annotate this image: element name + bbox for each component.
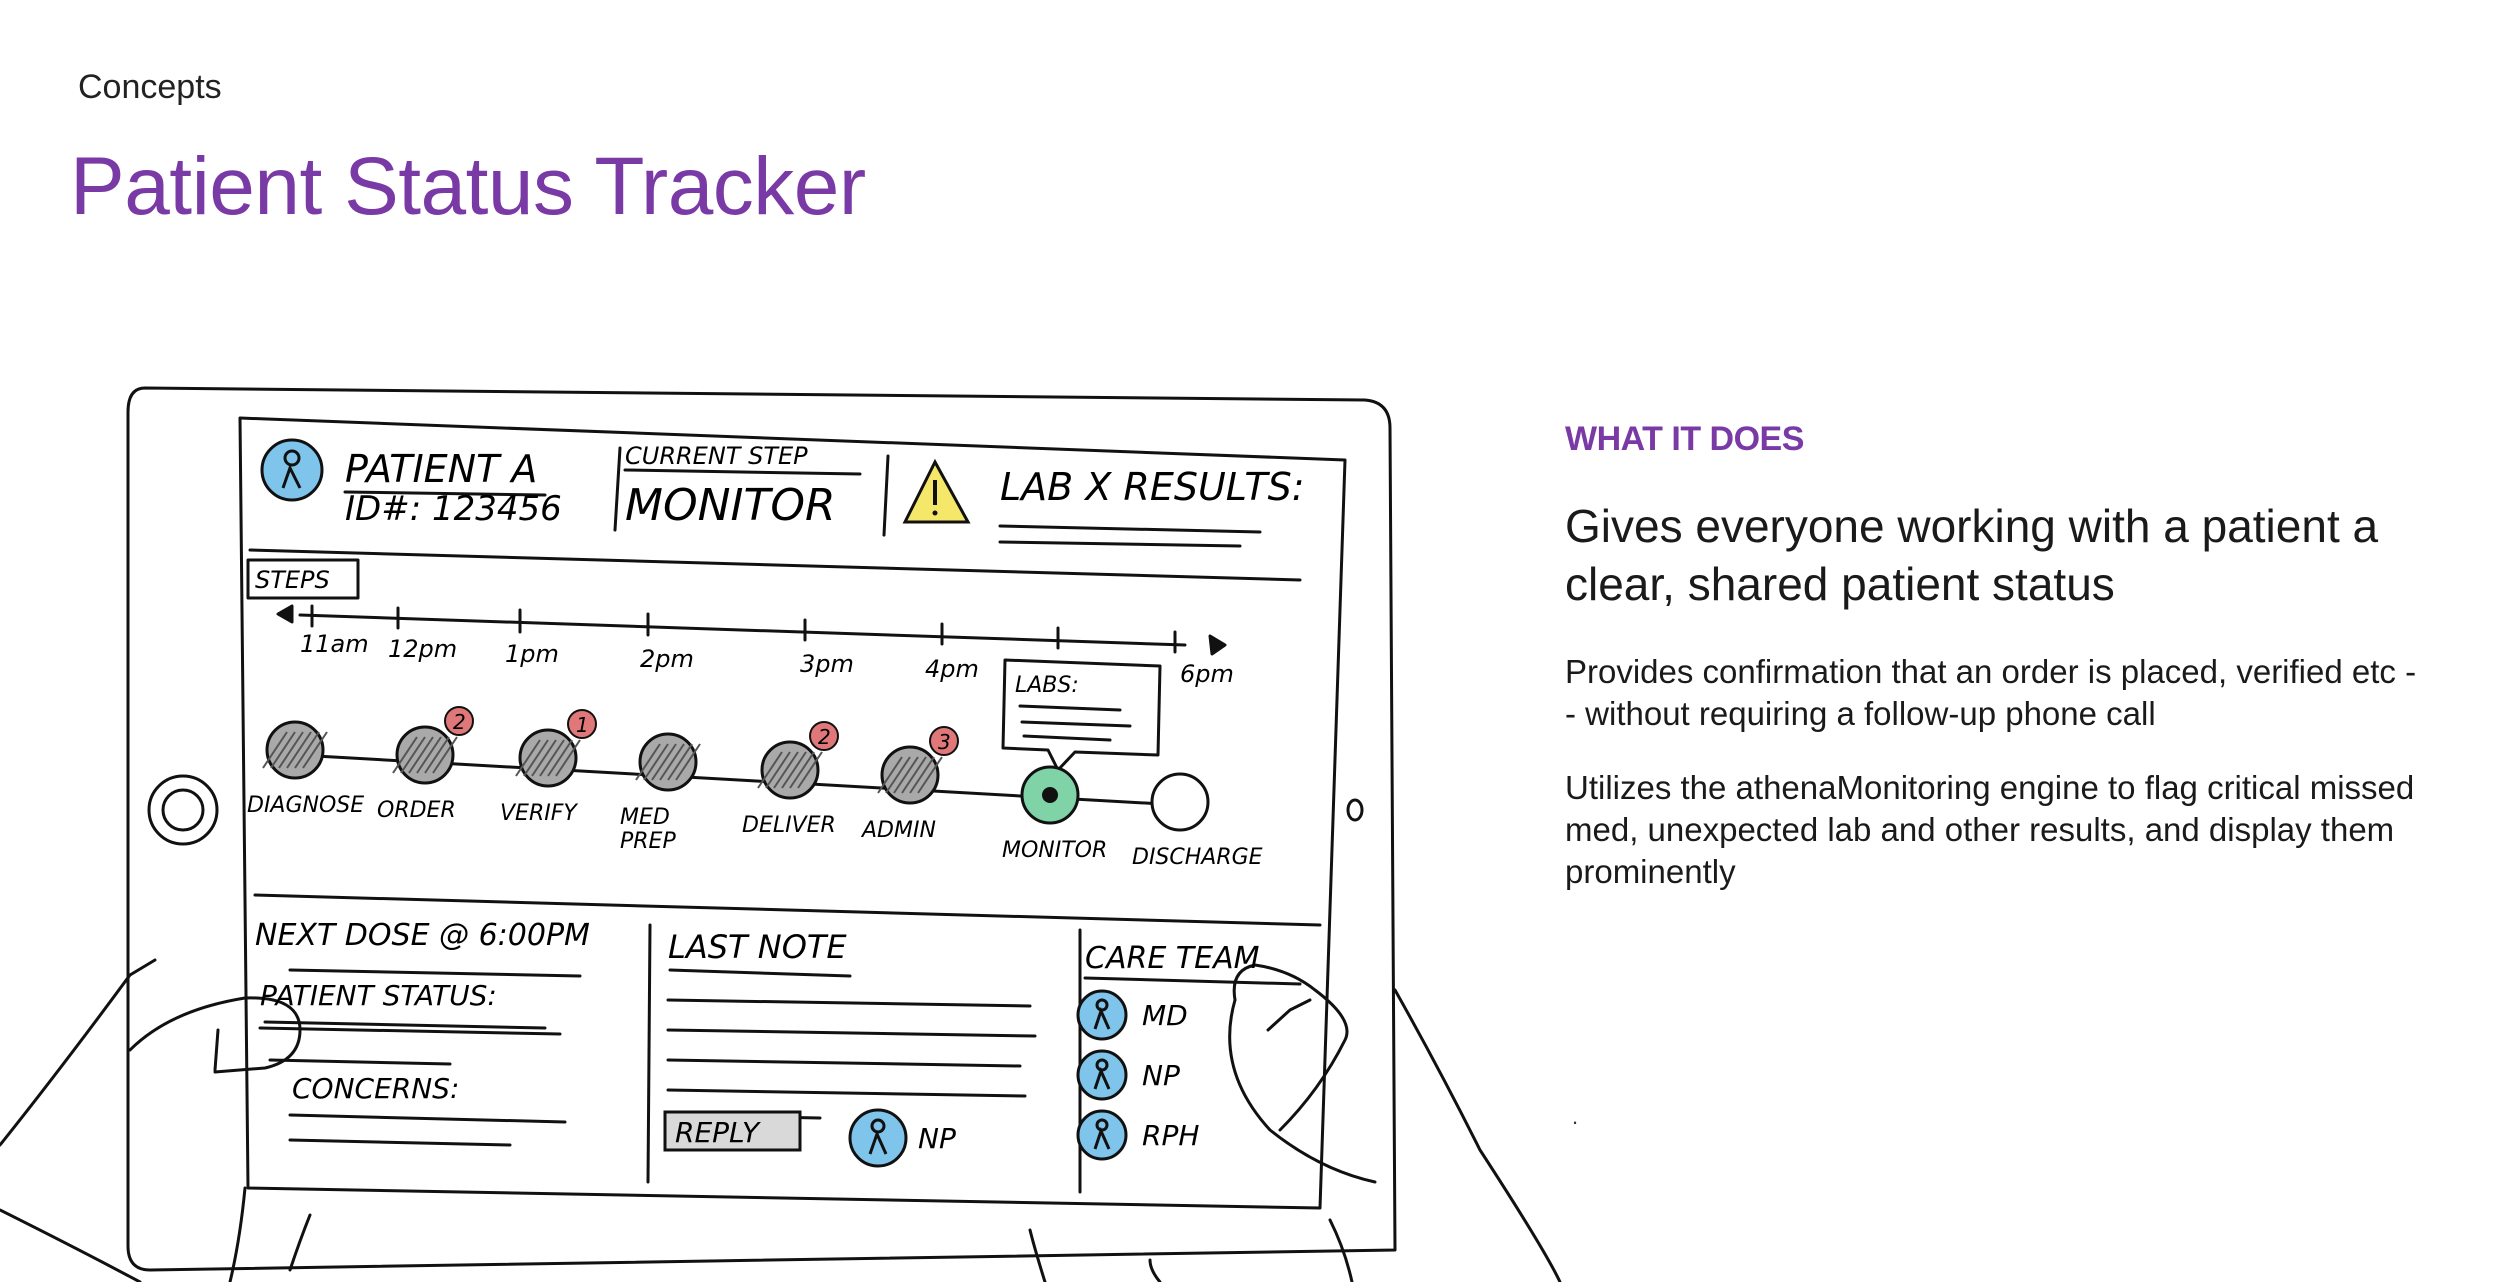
step-label: ORDER xyxy=(377,798,456,823)
tablet-outline xyxy=(126,386,1397,1272)
stray-bullet: . xyxy=(1572,1104,1579,1129)
step-label: DIAGNOSE xyxy=(247,793,364,818)
care-team-list: MD NP RPH xyxy=(1076,989,1199,1161)
labs-popup xyxy=(1001,658,1162,772)
care-team-role: RPH xyxy=(1142,1119,1199,1152)
timeline-tick-label: 6pm xyxy=(1180,660,1234,688)
care-team-role: MD xyxy=(1142,999,1188,1032)
next-dose: NEXT DOSE @ 6:00PM xyxy=(255,918,590,953)
lab-results-label: LAB X RESULTS: xyxy=(1000,465,1305,509)
step-label: MED xyxy=(620,805,670,830)
step-badge-count: 1 xyxy=(576,713,589,737)
timeline-ticks: 11am 12pm 1pm 2pm 3pm 4pm 6pm xyxy=(300,630,1234,688)
care-team-member-md[interactable]: MD xyxy=(1076,989,1188,1041)
patient-name: PATIENT A xyxy=(345,447,537,491)
care-team-role: NP xyxy=(1142,1059,1180,1092)
description-paragraph-2: Utilizes the athenaMonitoring engine to … xyxy=(1565,769,2415,890)
description-paragraph-1: Provides confirmation that an order is p… xyxy=(1565,653,2417,732)
care-team-member-rph[interactable]: RPH xyxy=(1076,1109,1199,1161)
page-title: Patient Status Tracker xyxy=(70,141,866,232)
step-badge-count: 2 xyxy=(818,725,831,749)
step-badge xyxy=(567,709,597,739)
tablet-screen xyxy=(238,416,1347,1210)
patient-status-label: PATIENT STATUS: xyxy=(260,979,497,1012)
last-note-label: LAST NOTE xyxy=(668,928,847,966)
step-badge xyxy=(929,726,959,756)
timeline-tick-label: 4pm xyxy=(925,655,979,683)
step-node xyxy=(1150,772,1210,832)
step-label: DELIVER xyxy=(742,813,836,838)
step-badge xyxy=(809,721,839,751)
step-label: MONITOR xyxy=(1002,838,1107,863)
current-step-value: MONITOR xyxy=(625,480,836,531)
patient-id: ID#: 123456 xyxy=(345,489,562,529)
concerns-label: CONCERNS: xyxy=(292,1072,459,1105)
care-team-label: CARE TEAM xyxy=(1085,941,1260,976)
step-label: VERIFY xyxy=(500,801,578,826)
section-eyebrow: Concepts xyxy=(78,68,222,106)
right-hand xyxy=(1393,988,1562,1282)
description-panel: WHAT IT DOES Gives everyone working with… xyxy=(1565,420,2425,925)
step-badge-count: 3 xyxy=(938,730,951,754)
steps-label: STEPS xyxy=(255,566,330,594)
timeline-tick-label: 11am xyxy=(300,630,369,658)
current-step-label: CURRENT STEP xyxy=(625,442,808,470)
step-label: DISCHARGE xyxy=(1132,845,1263,870)
lead-statement: Gives everyone working with a patient a … xyxy=(1565,500,2379,610)
tablet-home-button xyxy=(147,774,219,846)
step-diagnose[interactable]: DIAGNOSE xyxy=(247,720,364,818)
current-step-marker xyxy=(1042,787,1058,803)
timeline-tick-label: 12pm xyxy=(388,635,457,663)
tablet-sketch: PATIENT A ID#: 123456 CURRENT STEP MONIT… xyxy=(0,386,1562,1282)
step-badge xyxy=(444,706,474,736)
labs-popup-label: LABS: xyxy=(1015,673,1079,698)
step-discharge[interactable]: DISCHARGE xyxy=(1132,772,1263,870)
timeline-tick-label: 3pm xyxy=(800,650,854,678)
timeline-tick-label: 2pm xyxy=(640,645,694,673)
timeline-tick-label: 1pm xyxy=(505,640,559,668)
care-team-member-np[interactable]: NP xyxy=(1076,1049,1180,1101)
note-author: NP xyxy=(918,1122,956,1155)
what-it-does-heading: WHAT IT DOES xyxy=(1565,420,1804,458)
reply-label: REPLY xyxy=(675,1116,761,1149)
step-label: PREP xyxy=(620,829,676,854)
reply-button[interactable] xyxy=(663,1110,802,1152)
step-monitor[interactable]: MONITOR xyxy=(1002,765,1107,863)
step-badge-count: 2 xyxy=(453,710,466,734)
tablet-camera xyxy=(1346,798,1364,822)
left-hand xyxy=(0,958,157,1147)
step-label: ADMIN xyxy=(860,818,936,843)
